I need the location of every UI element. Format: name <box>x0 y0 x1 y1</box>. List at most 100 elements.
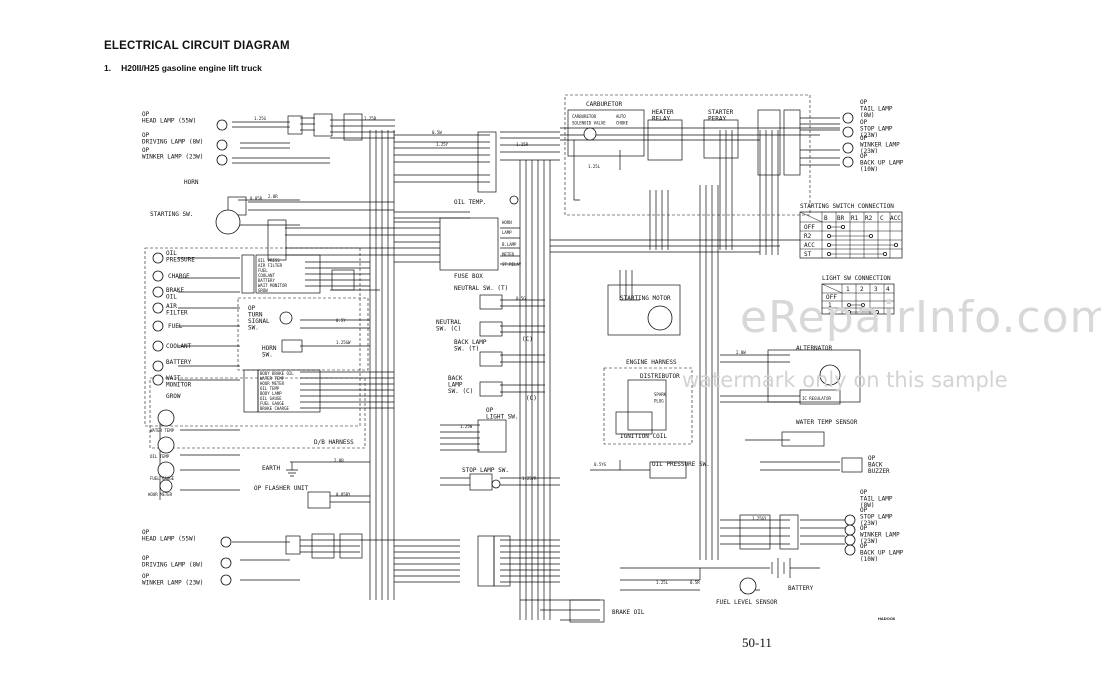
alternator-icon <box>819 364 841 386</box>
distributor-label: DISTRIBUTOR <box>640 373 680 380</box>
flasher-unit-label: OP FLASHER UNIT <box>254 485 309 492</box>
fuel-lamp-label: FUEL <box>168 323 183 330</box>
wire-code: 1.25YR <box>522 476 537 481</box>
wire-code: 0.5YG <box>594 462 607 467</box>
sst-col-br: BR <box>837 215 845 222</box>
starting-switch-icon <box>215 209 241 235</box>
ignition-coil-label: IGNITION COIL <box>620 433 667 440</box>
turn-signal-icon <box>279 311 293 325</box>
db-label-hour-meter: HOUR METER <box>260 381 285 386</box>
sst-row-r2: R2 <box>804 233 812 240</box>
wire-code: 1.25B <box>364 116 377 121</box>
starting-switch-table-title: STARTING SWITCH CONNECTION <box>800 203 894 210</box>
oil-pressure-sw-label: OIL PRESSURE SW. <box>652 461 710 468</box>
sst-row-off: OFF <box>804 224 815 231</box>
oil-temp-sensor-icon <box>509 195 519 205</box>
watermark-site: eRepairInfo.com <box>740 292 1101 343</box>
figure-code: HADOO6 <box>878 616 896 621</box>
warning-label-fuel: FUEL <box>258 268 268 273</box>
water-temp-gauge-icon <box>157 409 175 427</box>
head-lamp-icon <box>216 119 228 131</box>
wire-code: 1.25W <box>460 424 473 429</box>
wire-code: 0.5W <box>432 130 442 135</box>
section-title: 1.H20II/H25 gasoline engine lift truck <box>104 63 262 73</box>
wire-code: 1.25GW <box>336 340 351 345</box>
starting-motor-icon <box>607 284 681 336</box>
db-label-water-temp: WATER TEMP <box>260 376 285 381</box>
water-temp-sensor-label: WATER TEMP SENSOR <box>796 419 858 426</box>
brake-oil-sw-label: BRAKE OIL <box>612 609 645 616</box>
warning-label-battery: BATTERY <box>258 278 275 283</box>
warning-label-wait-monitor: WAIT MONITOR <box>258 283 287 288</box>
lst-col-1: 1 <box>846 286 850 293</box>
fuel-level-sensor-icon <box>739 577 757 595</box>
sst-col-r1: R1 <box>851 215 859 222</box>
wire-code: 1.25Y <box>436 142 449 147</box>
page-number: 50-11 <box>742 635 772 650</box>
driving-lamp-icon <box>216 139 228 151</box>
fuse-meter-label: METER <box>502 252 515 257</box>
sst-row-st: ST <box>804 251 812 258</box>
wire-code: 0.85BY <box>336 492 351 497</box>
back-buzzer-icon <box>841 457 863 473</box>
wire-code: 2.0W <box>736 350 746 355</box>
page-title: ELECTRICAL CIRCUIT DIAGRAM <box>104 40 290 52</box>
db-harness-label: D/B HARNESS <box>314 439 354 446</box>
hour-meter-icon <box>159 479 173 493</box>
sst-col-b: B <box>824 215 828 222</box>
fuse-strelay-label: ST.RELAY <box>502 262 522 267</box>
wire-code: 1.25G <box>254 116 267 121</box>
carburetor-label: CARBURETOR <box>586 101 623 108</box>
wiring <box>144 94 845 621</box>
fuel-gauge-icon <box>157 461 175 479</box>
fuse-horn-label: HORN <box>502 220 512 225</box>
db-label-brake-charge: BRAKE CHARGE <box>260 406 289 411</box>
horn-label: HORN <box>184 179 199 186</box>
battery-label: BATTERY <box>788 585 814 592</box>
fuel-level-sensor-label: FUEL LEVEL SENSOR <box>716 599 778 606</box>
stop-lamp-sw-label: STOP LAMP SW. <box>462 467 509 474</box>
grow-label: GROW <box>166 393 181 400</box>
earth-label: EARTH <box>262 465 280 472</box>
wire-code: 2.0R <box>268 194 278 199</box>
starting-switch-table: STARTING SWITCH CONNECTION B BR R1 R2 C … <box>799 203 903 259</box>
db-label-body-lamp: BODY LAMP <box>260 391 282 396</box>
warning-label-coolant: COOLANT <box>258 273 275 278</box>
starting-motor-label: STARTING MOTOR <box>620 295 671 302</box>
wire-code: 1.25GY <box>752 516 767 521</box>
wire-code: 0.5Y <box>336 318 346 323</box>
wire-code: 0.85B <box>250 196 263 201</box>
alternator-label: ALTERNATOR <box>796 345 833 352</box>
distributor-icon <box>627 379 667 431</box>
lst-col-4: 4 <box>886 286 890 293</box>
fuse-box <box>439 217 499 271</box>
lst-col-2: 2 <box>860 286 864 293</box>
carburetor-solenoid-icon <box>583 127 597 141</box>
oil-pressure-switch-icon <box>649 461 687 479</box>
db-label-body-brake-oil: BODY BRAKE OIL <box>260 371 294 376</box>
lst-row-1: 1 <box>828 302 832 309</box>
